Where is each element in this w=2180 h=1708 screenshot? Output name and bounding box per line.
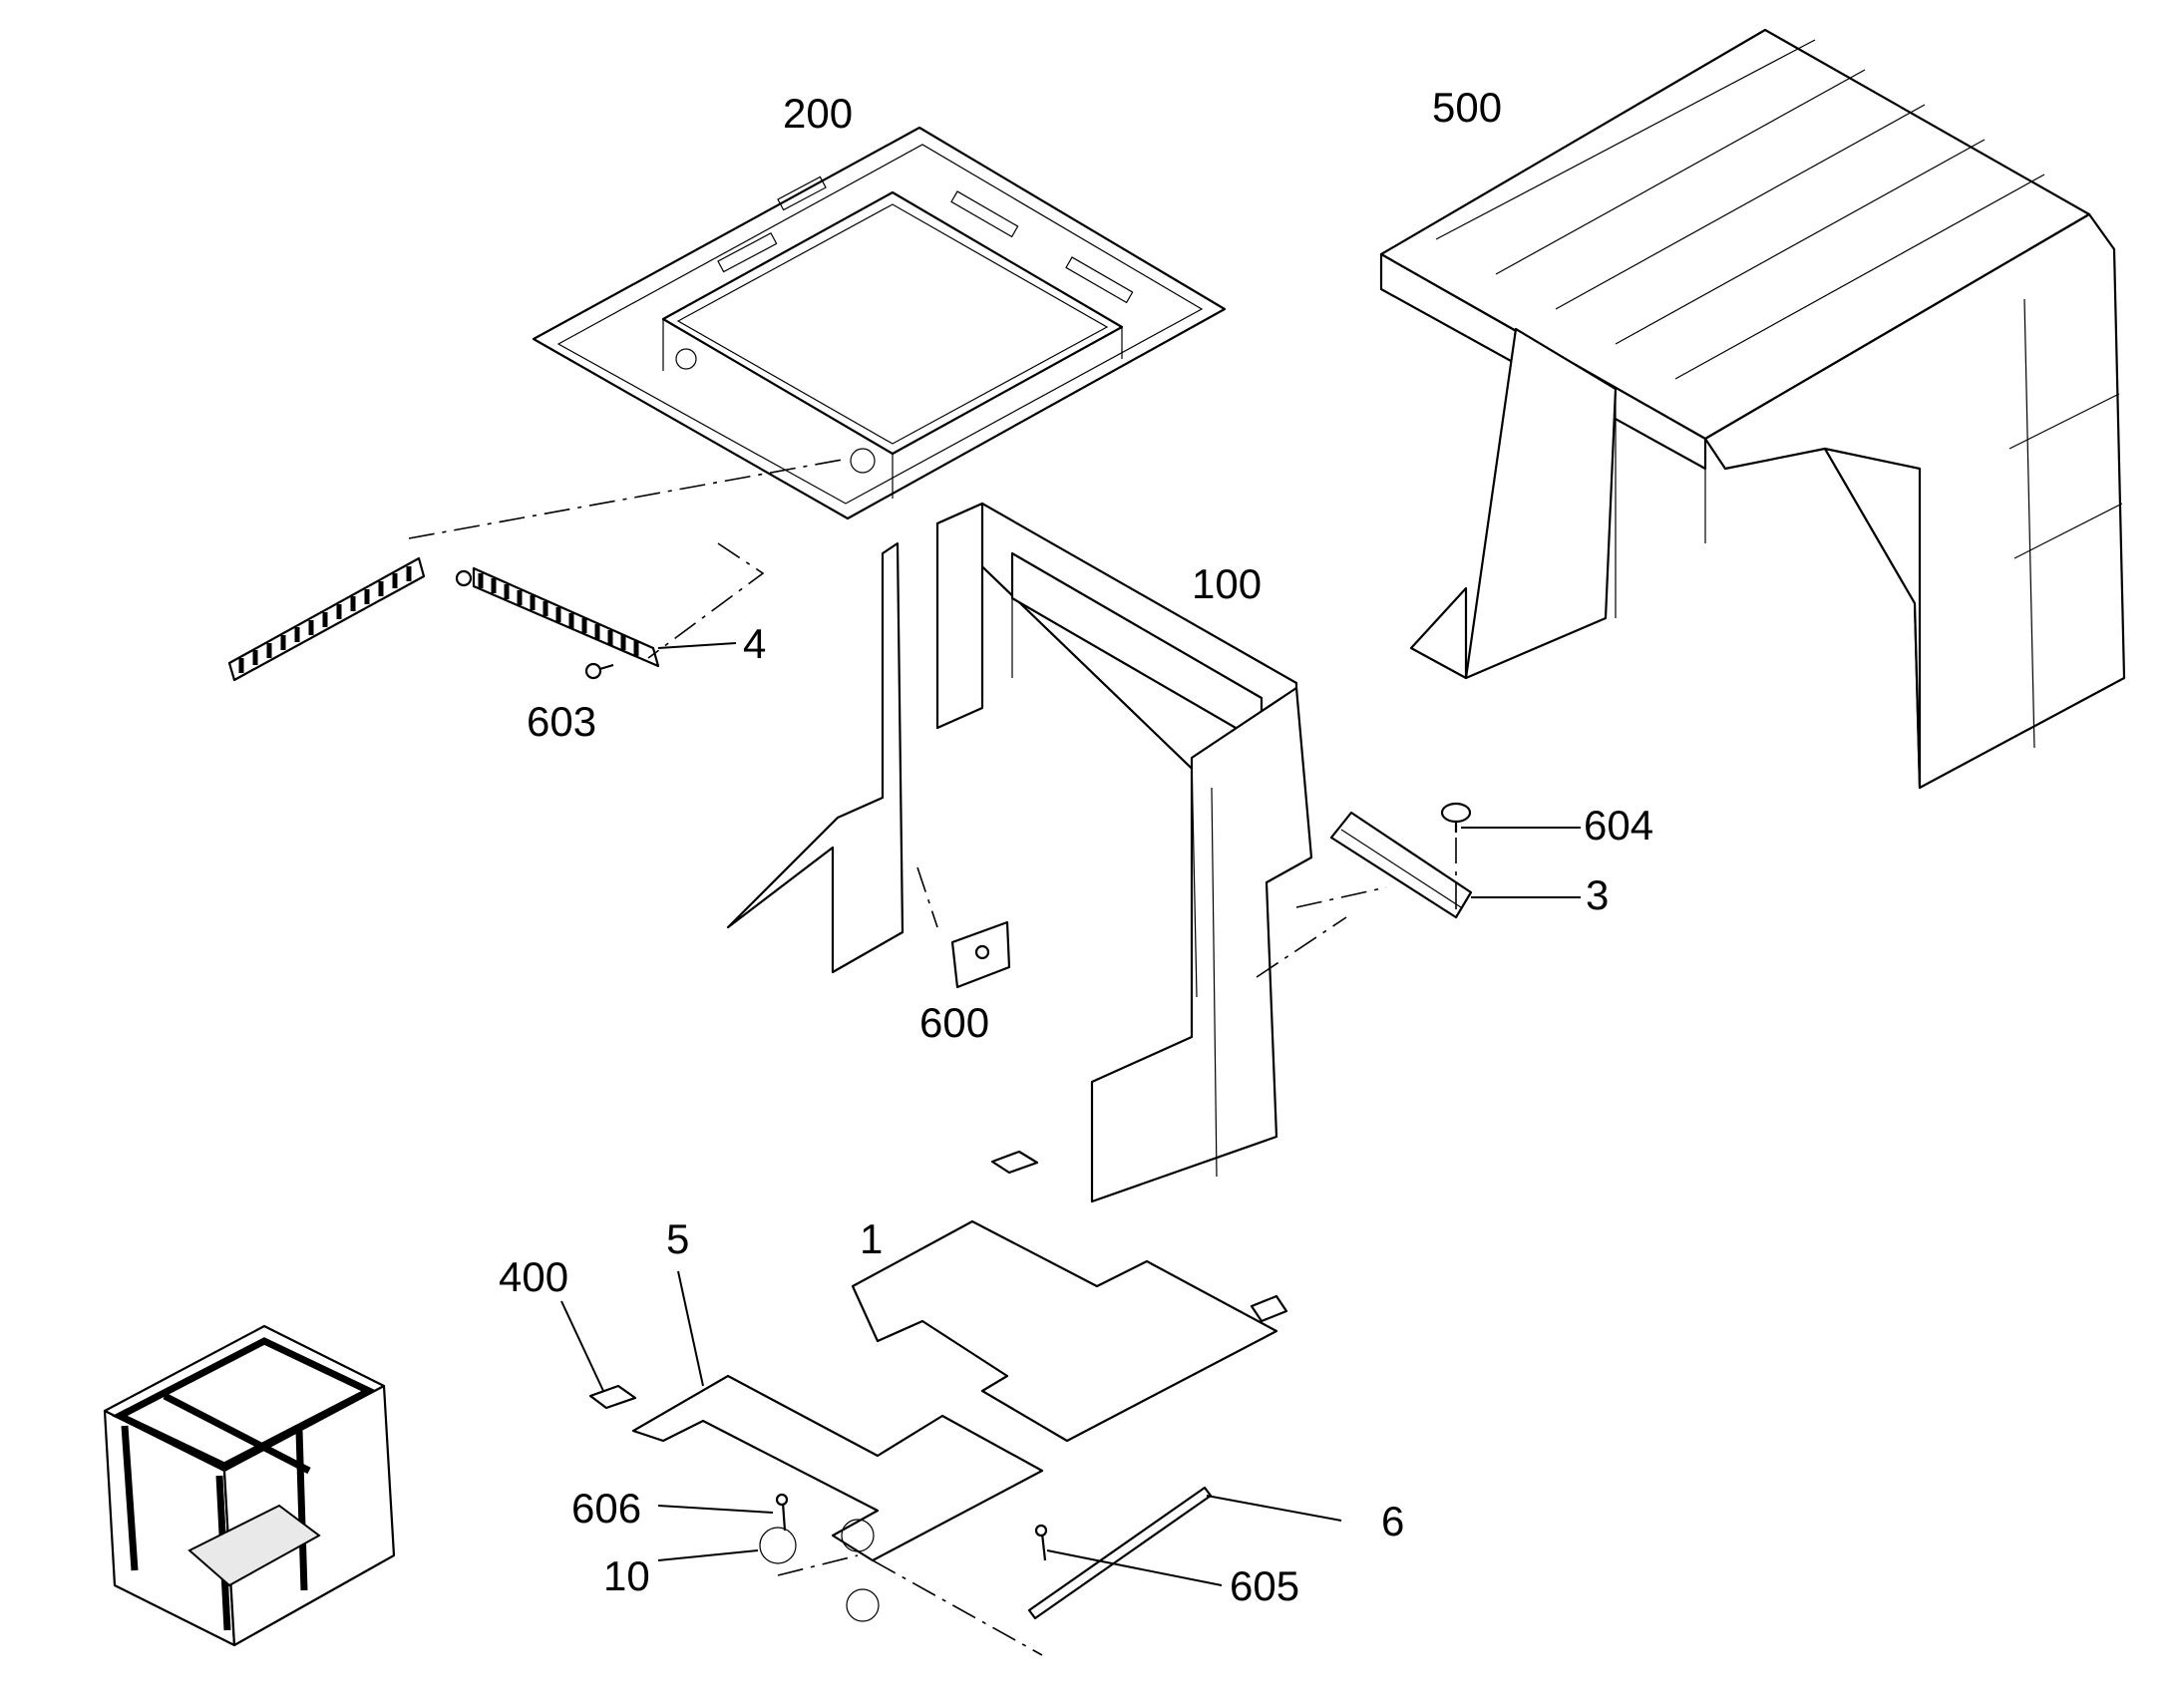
part-500-cab-frame (1379, 28, 2126, 790)
leader-lines (560, 642, 1581, 1586)
label-500: 500 (1432, 84, 1502, 131)
label-6: 6 (1381, 1498, 1404, 1544)
label-605: 605 (1230, 1562, 1299, 1609)
label-606: 606 (571, 1485, 641, 1532)
part-4-grille (227, 556, 660, 682)
label-100: 100 (1192, 560, 1262, 607)
label-5: 5 (666, 1215, 689, 1262)
label-600: 600 (919, 999, 989, 1046)
fastener-604-bolt (1440, 802, 1472, 833)
fastener-606-screw (775, 1493, 789, 1532)
assembly-lines (408, 458, 1457, 1656)
label-1: 1 (860, 1215, 883, 1262)
label-10: 10 (603, 1552, 650, 1599)
fastener-603-bolt (584, 662, 614, 680)
part-100-rear-wall (726, 502, 1313, 1203)
part-200-roof-panel (532, 126, 1227, 520)
part-600-plate (950, 920, 1011, 989)
fastener-605-screw (1034, 1524, 1048, 1561)
label-4: 4 (743, 620, 766, 667)
label-604: 604 (1584, 802, 1653, 849)
part-400-pad (588, 1150, 1039, 1410)
fastener-grille-screw (455, 569, 473, 587)
label-603: 603 (527, 698, 596, 745)
label-3: 3 (1586, 871, 1609, 918)
cab-reference-thumbnail (103, 1324, 396, 1647)
part-1-floor-panel (851, 1219, 1288, 1443)
label-400: 400 (499, 1253, 568, 1300)
label-200: 200 (783, 90, 853, 137)
part-5-floor-plate (631, 1374, 1044, 1622)
part-3-bracket (1329, 811, 1473, 919)
